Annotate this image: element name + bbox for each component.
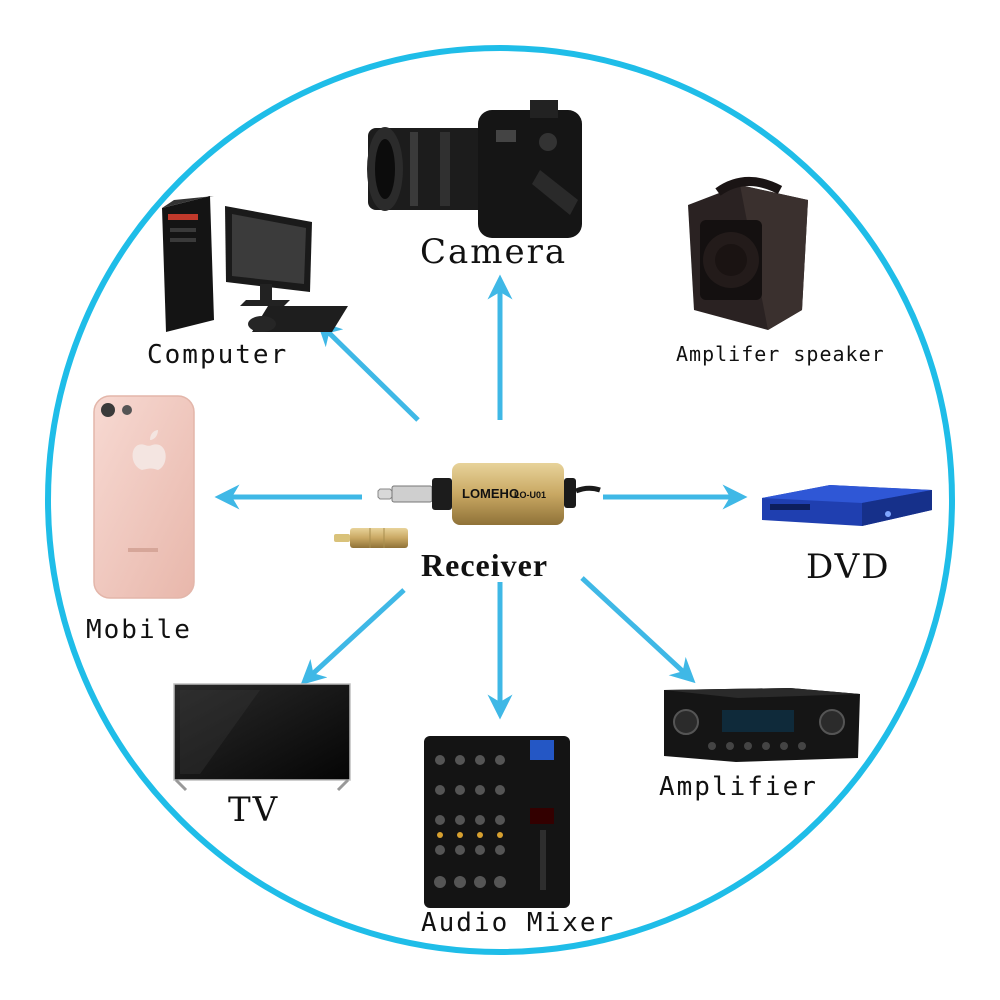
label-audio-mixer: Audio Mixer [421, 908, 616, 938]
label-mobile: Mobile [86, 615, 192, 645]
adapter-image [334, 528, 408, 548]
label-amplifier: Amplifier [659, 772, 818, 802]
camera-image [367, 100, 582, 238]
amp-speaker-image [688, 177, 808, 330]
label-dvd: DVD [806, 547, 891, 587]
label-amp-speaker: Amplifer speaker [676, 342, 885, 366]
receiver-device: LOMEHO LO-U01 [377, 463, 601, 525]
label-receiver: Receiver [421, 547, 549, 583]
computer-image [162, 196, 348, 332]
receiver-brand-text: LOMEHO [462, 486, 519, 501]
arrow-amplifier [580, 576, 696, 684]
label-tv: TV [228, 790, 280, 830]
arrow-tv [300, 588, 406, 686]
mobile-image [93, 395, 195, 599]
arrows [214, 274, 748, 720]
arrow-computer [316, 320, 420, 422]
tv-image [173, 683, 351, 792]
label-camera: Camera [420, 232, 568, 272]
receiver-model-text: LO-U01 [514, 490, 546, 500]
outer-ring [45, 45, 955, 955]
label-computer: Computer [147, 340, 289, 370]
dvd-image [762, 485, 932, 526]
mixer-image [424, 736, 570, 908]
amplifier-image [664, 688, 860, 762]
